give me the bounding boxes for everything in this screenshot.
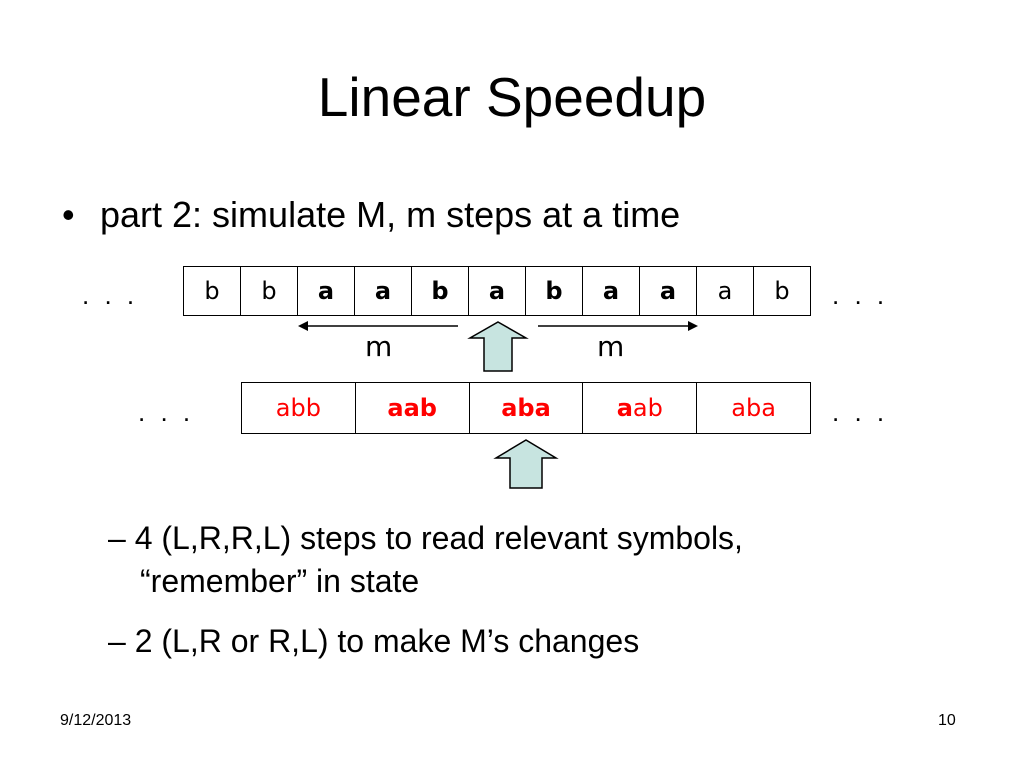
tape1-cell: a <box>354 267 411 315</box>
right-double-arrow <box>538 321 698 331</box>
subbullet-1-continuation: “remember” in state <box>140 563 420 599</box>
head-arrow-top <box>467 321 529 372</box>
footer-date: 9/12/2013 <box>60 712 132 729</box>
tape2-cell-bold-part: a <box>616 394 633 422</box>
tape1-cell: a <box>582 267 639 315</box>
tape2-cell-normal-part: abb <box>275 394 321 422</box>
tape1-cell: b <box>525 267 582 315</box>
tape2-ellipsis-left: . . . <box>138 397 195 427</box>
tape2-cell-normal-part: ab <box>632 394 663 422</box>
head-arrow-bottom <box>493 439 559 489</box>
bullet-marker: • <box>62 194 75 235</box>
tape1-cell: b <box>753 267 810 315</box>
tape2-cell: aab <box>354 383 469 433</box>
tape2-cell-normal-part: aba <box>731 394 776 422</box>
left-double-arrow <box>298 321 458 331</box>
m-label-right: m <box>597 330 625 363</box>
tape1-ellipsis-right: . . . <box>832 280 889 310</box>
tape1-cell: b <box>411 267 468 315</box>
tape2-ellipsis-right: . . . <box>832 397 889 427</box>
tape2-cell-bold-part: aba <box>501 394 551 422</box>
footer-page-number: 10 <box>938 712 956 729</box>
tape2-cell: aba <box>468 383 583 433</box>
tape1-ellipsis-left: . . . <box>82 280 139 310</box>
tape2-cell: abb <box>242 383 355 433</box>
tape1-cell: a <box>639 267 696 315</box>
tape1-cell: a <box>297 267 354 315</box>
main-bullet: • part 2: simulate M, m steps at a time <box>62 190 680 240</box>
main-bullet-text: part 2: simulate M, m steps at a time <box>100 194 681 235</box>
subbullet-1: – 4 (L,R,R,L) steps to read relevant sym… <box>108 520 743 556</box>
tape1-cell: a <box>468 267 525 315</box>
subbullet-2: – 2 (L,R or R,L) to make M’s changes <box>108 623 640 659</box>
tape1-cell: b <box>240 267 297 315</box>
tape1-cell: b <box>204 277 220 305</box>
tape1-cell: a <box>696 267 753 315</box>
tape2-cell-bold-part: aab <box>387 394 437 422</box>
slide-title: Linear Speedup <box>317 66 707 128</box>
tape2-cell: aba <box>696 383 810 433</box>
m-label-left: m <box>365 330 393 363</box>
